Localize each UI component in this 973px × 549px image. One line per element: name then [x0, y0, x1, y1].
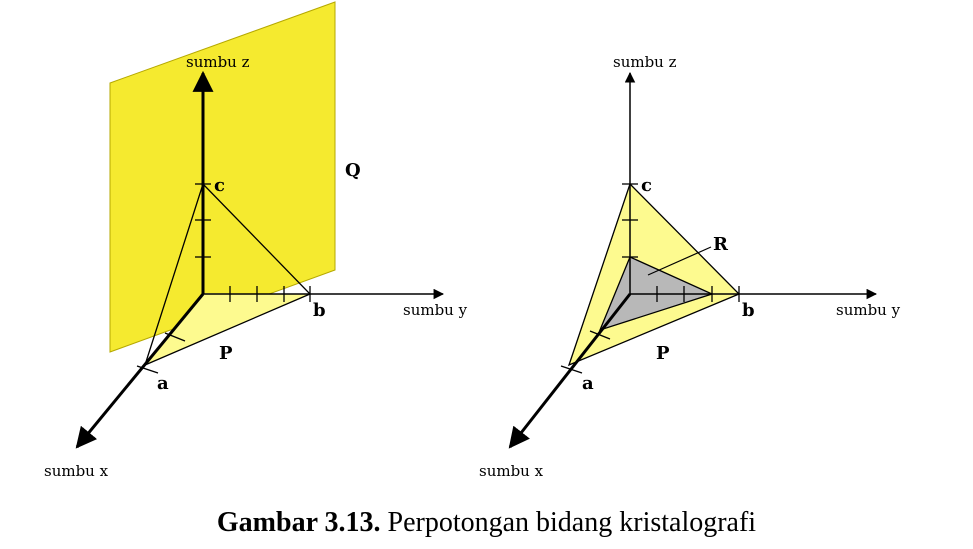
tick [136, 365, 159, 374]
axis-y-label-left: sumbu y [403, 301, 468, 319]
tick [164, 332, 186, 342]
tick [589, 330, 611, 340]
axis-z-label-right: sumbu z [613, 53, 677, 71]
figure-title: Perpotongan bidang kristalografi [380, 507, 757, 538]
tick [560, 365, 583, 374]
x-axis-right [508, 293, 632, 449]
plane-r-label: R [713, 234, 729, 255]
plane-r-leader [647, 246, 712, 276]
point-a-right: a [582, 373, 594, 394]
point-c-left: c [214, 175, 225, 196]
plane-p-label-right: P [656, 343, 670, 364]
plane-p-label-left: P [219, 343, 233, 364]
plane-q [109, 1, 336, 353]
axis-x-label-left: sumbu x [44, 462, 109, 480]
triangle-edges-left [144, 182, 312, 366]
axis-x-label-right: sumbu x [479, 462, 544, 480]
point-c-right: c [641, 175, 652, 196]
left-figure: sumbu z sumbu y sumbu x c b a P Q [44, 1, 468, 480]
point-b-left: b [313, 300, 326, 321]
right-figure: sumbu z sumbu y sumbu x c b a P R [479, 53, 901, 480]
axis-y-label-right: sumbu y [836, 301, 901, 319]
figure-number: Gambar 3.13. [216, 507, 381, 538]
point-b-right: b [742, 300, 755, 321]
figure-caption: Gambar 3.13. Perpotongan bidang kristalo… [0, 506, 973, 540]
point-a-left: a [157, 373, 169, 394]
axis-z-label-left: sumbu z [186, 53, 250, 71]
plane-q-label: Q [345, 160, 361, 181]
x-axis-left [75, 293, 205, 449]
